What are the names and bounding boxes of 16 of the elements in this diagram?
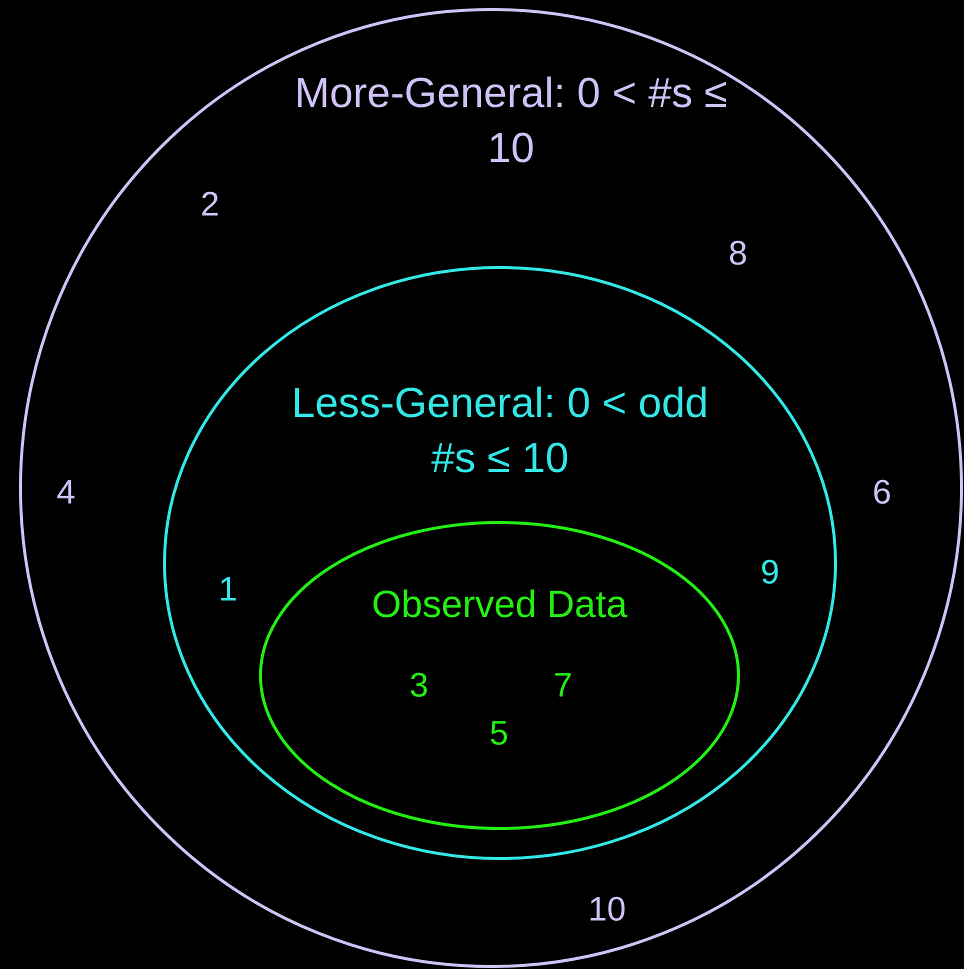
number-label: 2 (200, 186, 220, 224)
number-label: 4 (56, 474, 76, 512)
number-label: 8 (728, 234, 748, 274)
set-label: Less-General: 0 < odd #s ≤ 10 (290, 378, 710, 483)
set-label: More-General: 0 < #s ≤ 10 (294, 68, 728, 173)
number-label: 6 (872, 474, 892, 512)
number-label: 3 (410, 666, 428, 706)
set-ellipse (259, 521, 740, 830)
set-label: Observed Data (372, 583, 628, 628)
number-label: 10 (588, 890, 626, 930)
set-ellipse (163, 266, 837, 860)
number-label: 7 (554, 666, 572, 706)
set-ellipse (19, 8, 963, 968)
number-label: 9 (760, 554, 780, 592)
number-label: 1 (218, 570, 238, 610)
number-label: 5 (490, 714, 508, 754)
